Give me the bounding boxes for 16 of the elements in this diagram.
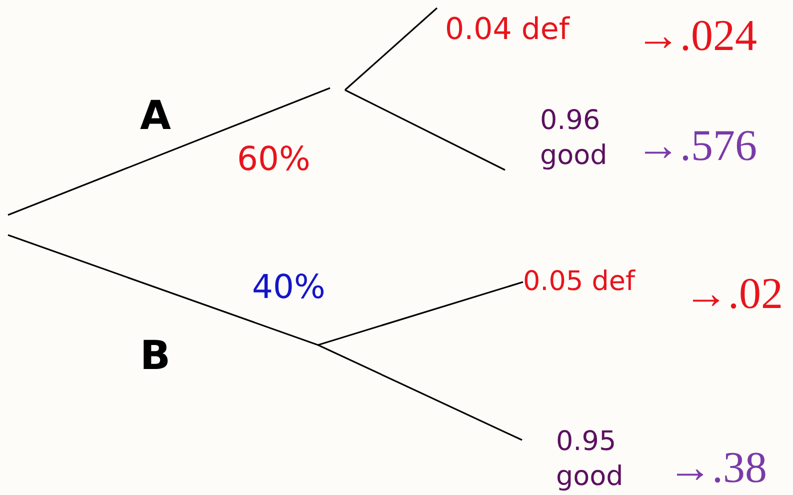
tree-branch: [318, 344, 522, 441]
branch-probability: 60%: [237, 142, 310, 175]
probability-result: →.576: [636, 124, 757, 168]
branch-name: B: [140, 336, 170, 376]
tree-branch: [344, 7, 438, 91]
probability-result: →.024: [636, 14, 757, 58]
outcome-label: 0.05 def: [523, 264, 673, 300]
probability-result: →.02: [684, 272, 783, 316]
branch-name: A: [140, 96, 171, 136]
tree-branch: [344, 89, 506, 171]
tree-branch: [318, 281, 524, 346]
outcome-label: 0.96 good: [540, 103, 635, 174]
probability-result: →.38: [668, 446, 767, 490]
outcome-label: 0.04 def: [445, 10, 615, 49]
outcome-label: 0.95 good: [556, 424, 651, 494]
branch-probability: 40%: [252, 270, 326, 303]
